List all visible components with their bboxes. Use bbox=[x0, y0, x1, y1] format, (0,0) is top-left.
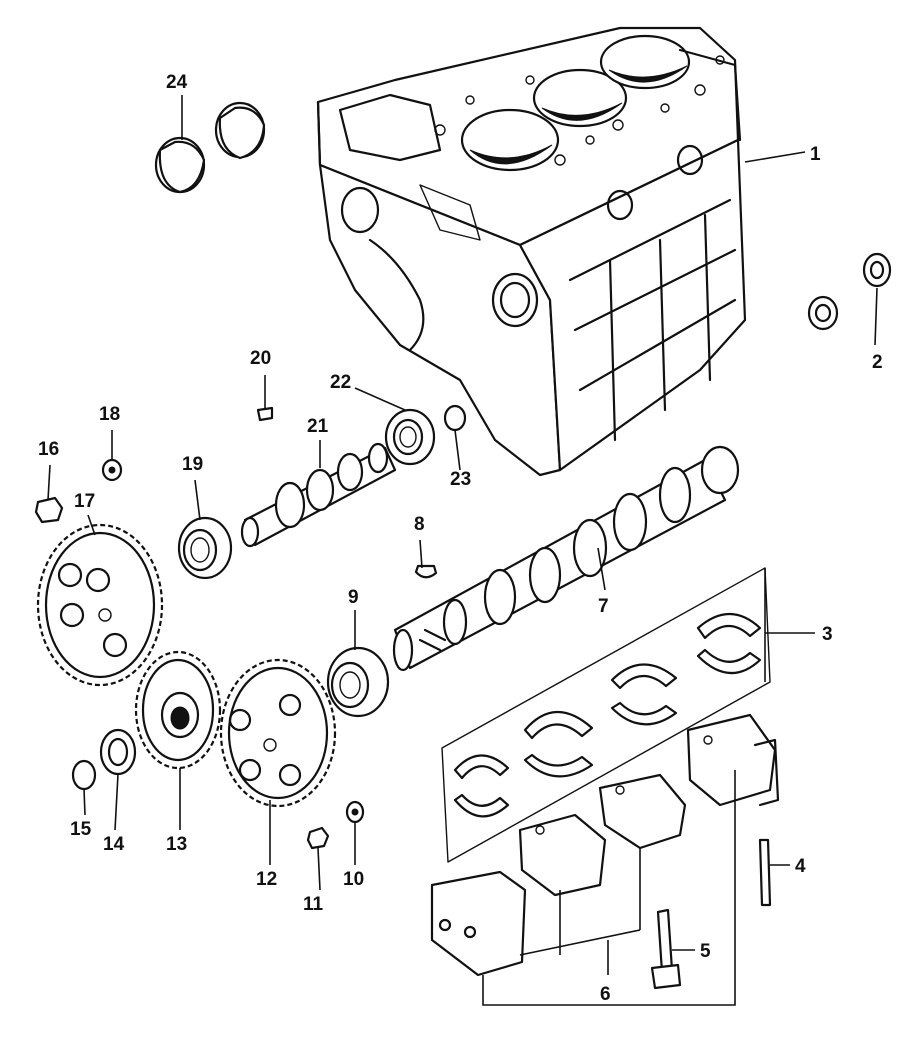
callout-8: 8 bbox=[414, 514, 425, 535]
circlip-15 bbox=[71, 759, 97, 791]
callout-22: 22 bbox=[330, 372, 351, 393]
callout-labels: 1 2 3 4 5 6 7 8 9 10 11 12 13 14 15 16 1… bbox=[38, 72, 883, 1005]
gear-13 bbox=[134, 650, 222, 770]
washer-10 bbox=[345, 800, 365, 824]
ball-bearing-9 bbox=[326, 646, 390, 718]
callout-23: 23 bbox=[450, 469, 471, 490]
callout-20: 20 bbox=[250, 348, 271, 369]
callout-21: 21 bbox=[307, 416, 329, 437]
bearing-shell-4 bbox=[696, 613, 762, 675]
bolt-16 bbox=[34, 496, 64, 524]
callout-11: 11 bbox=[303, 894, 324, 915]
callout-19: 19 bbox=[182, 454, 203, 475]
callout-1: 1 bbox=[810, 144, 821, 165]
bearing-shell-group bbox=[441, 567, 771, 863]
callout-10: 10 bbox=[343, 869, 364, 890]
callout-6: 6 bbox=[600, 984, 611, 1005]
ball-bearing-upper bbox=[384, 408, 436, 466]
leader-lines bbox=[47, 95, 878, 1006]
gear-12 bbox=[219, 658, 337, 808]
callout-2: 2 bbox=[872, 352, 883, 373]
callout-9: 9 bbox=[348, 587, 359, 608]
washer-18 bbox=[101, 458, 123, 482]
key-small bbox=[256, 406, 274, 422]
callout-18: 18 bbox=[99, 404, 120, 425]
callout-13: 13 bbox=[166, 834, 187, 855]
thrust-washer-14 bbox=[99, 728, 137, 776]
main-bearing-bolt bbox=[650, 908, 682, 990]
bolt-11 bbox=[306, 826, 330, 850]
dowel-pin bbox=[758, 838, 772, 907]
callout-5: 5 bbox=[700, 941, 711, 962]
woodruff-key bbox=[414, 564, 438, 579]
ball-bearing-left bbox=[177, 516, 233, 580]
callout-3: 3 bbox=[822, 624, 833, 645]
callout-17: 17 bbox=[74, 491, 95, 512]
callout-7: 7 bbox=[598, 596, 609, 617]
oil-seal-pair bbox=[807, 252, 892, 331]
expansion-plug-left bbox=[154, 136, 206, 194]
camshaft bbox=[392, 445, 740, 672]
bearing-shell-1 bbox=[453, 754, 510, 818]
callout-4: 4 bbox=[795, 856, 806, 877]
callout-15: 15 bbox=[70, 819, 92, 840]
callout-16: 16 bbox=[38, 439, 59, 460]
expansion-plug-right bbox=[214, 101, 266, 160]
cylinder-block bbox=[316, 26, 747, 477]
bearing-shell-3 bbox=[610, 663, 678, 726]
callout-24: 24 bbox=[166, 72, 188, 93]
callout-12: 12 bbox=[256, 869, 277, 890]
bearing-shell-2 bbox=[523, 710, 594, 778]
circlip-upper bbox=[443, 404, 467, 432]
main-bearing-caps bbox=[430, 713, 780, 977]
gear-17 bbox=[36, 523, 164, 687]
callout-14: 14 bbox=[103, 834, 125, 855]
pump-camshaft bbox=[240, 442, 397, 548]
